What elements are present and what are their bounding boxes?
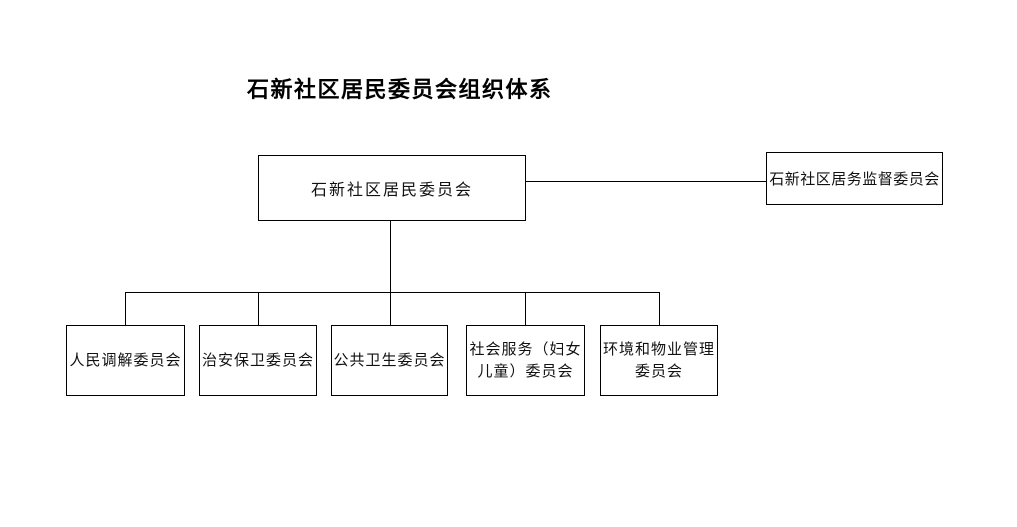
- org-node-root: 石新社区居民委员会: [258, 155, 526, 221]
- org-node-public-health-committee: 公共卫生委员会: [331, 325, 448, 396]
- org-node-label: 社会服务（妇女: [469, 341, 582, 358]
- org-node-label: 委员会: [634, 363, 683, 380]
- connector-root-vertical: [390, 221, 391, 292]
- connector-drop-child-3: [390, 292, 391, 325]
- org-node-supervisor: 石新社区居务监督委员会: [766, 152, 943, 205]
- connector-root-to-supervisor: [526, 181, 766, 182]
- page-title: 石新社区居民委员会组织体系: [247, 77, 553, 102]
- org-node-label: 儿童）委员会: [477, 363, 574, 380]
- org-node-security-committee: 治安保卫委员会: [199, 325, 317, 396]
- connector-drop-child-5: [659, 292, 660, 325]
- connector-drop-child-1: [125, 292, 126, 325]
- connector-drop-child-2: [258, 292, 259, 325]
- org-node-supervisor-label: 石新社区居务监督委员会: [769, 172, 940, 188]
- org-node-environment-property-committee: 环境和物业管理 委员会: [600, 325, 718, 396]
- org-node-mediation-committee: 人民调解委员会: [66, 325, 185, 396]
- org-node-social-services-committee: 社会服务（妇女 儿童）委员会: [466, 325, 585, 396]
- org-node-root-label: 石新社区居民委员会: [310, 182, 473, 199]
- org-node-label: 环境和物业管理: [602, 341, 715, 358]
- org-node-label: 人民调解委员会: [69, 352, 182, 369]
- org-node-label: 治安保卫委员会: [201, 352, 314, 369]
- connector-horizontal-bus: [125, 292, 660, 293]
- org-node-label: 公共卫生委员会: [333, 352, 446, 369]
- connector-drop-child-4: [525, 292, 526, 325]
